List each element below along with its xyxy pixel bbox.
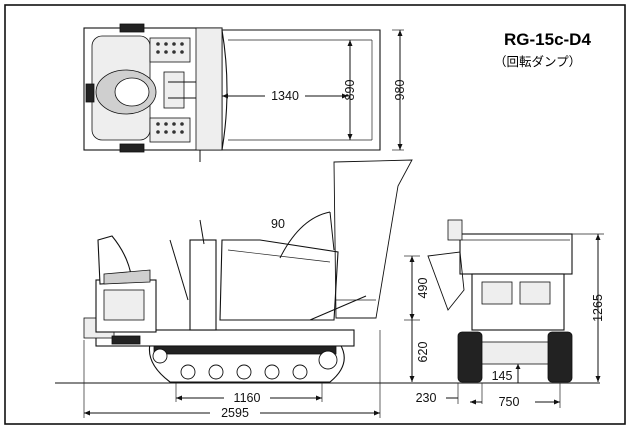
border <box>4 4 626 425</box>
model-name: RG-15c-D4 <box>504 30 591 49</box>
dim-track-contact-length: 1160 <box>234 391 261 405</box>
dim-track-gauge: 750 <box>499 395 520 409</box>
dim-top-overall-width: 980 <box>393 80 407 101</box>
dim-top-bed-length: 1340 <box>271 89 299 103</box>
dim-track-width: 230 <box>416 391 437 405</box>
dim-overall-length: 2595 <box>221 406 249 420</box>
dim-ground-clearance: 145 <box>492 369 513 383</box>
dim-bed-floor-height: 620 <box>416 342 430 363</box>
dim-top-bed-inner-width: 890 <box>343 80 357 101</box>
rear-view <box>427 219 604 408</box>
dim-overall-height: 1265 <box>591 294 605 322</box>
model-subtitle: （回転ダンプ） <box>494 54 581 69</box>
top-view <box>83 23 404 162</box>
side-view <box>55 159 600 418</box>
dim-bed-height: 490 <box>416 278 430 299</box>
dim-dump-angle: 90 <box>271 217 285 231</box>
